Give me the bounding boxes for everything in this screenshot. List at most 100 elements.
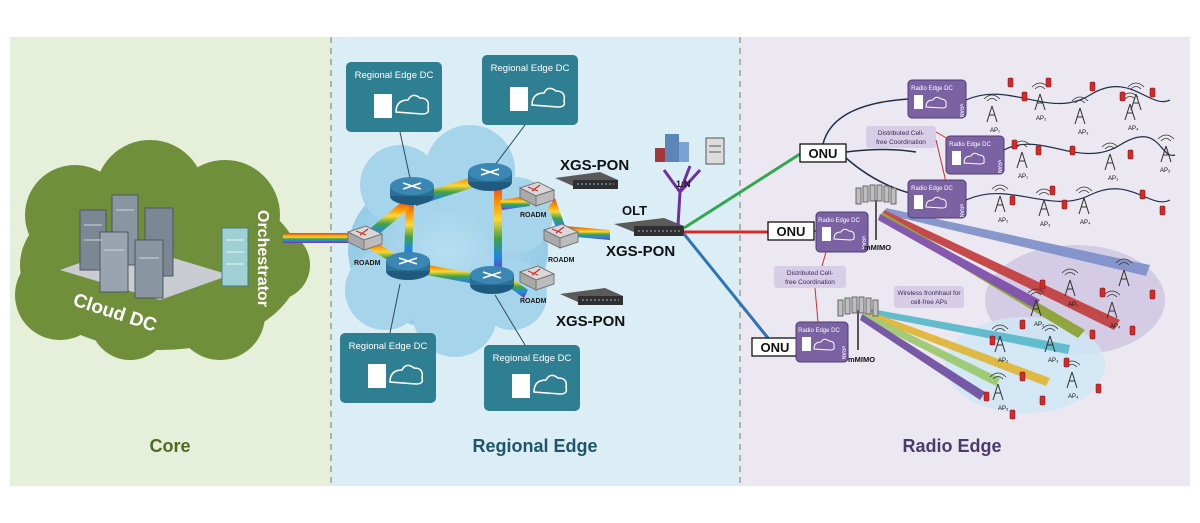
ap-label: AP₃	[1078, 130, 1089, 136]
ap-label: AP₅	[998, 406, 1009, 412]
cloud-icon	[533, 374, 568, 395]
ap-label: AP₄	[1068, 394, 1079, 400]
splitter-ratio-label: 1:N	[676, 179, 691, 189]
user-device-icon	[1061, 199, 1068, 210]
onu-label: ONU	[761, 340, 790, 355]
server-icon	[368, 364, 386, 388]
user-device-icon	[1099, 287, 1106, 298]
ap-antenna-icon	[1061, 268, 1079, 297]
regional-edge-dc-label: Regional Edge DC	[355, 70, 434, 81]
ap-antenna-icon	[991, 324, 1009, 353]
zone-title-regional-edge: Regional Edge	[472, 436, 597, 456]
splitter: 1:N	[655, 134, 725, 227]
onu-3: ONU	[751, 337, 799, 357]
radio-edge-dc-1: Radio Edge DC vRAN	[907, 79, 967, 119]
vran-label: vRAN	[958, 104, 964, 117]
ap-antenna-icon	[1101, 142, 1119, 171]
cloud-icon	[395, 94, 430, 115]
regional-edge-dc-1: Regional Edge DC	[346, 62, 442, 132]
cloud-dc: Cloud DC Orchestrator	[15, 140, 310, 360]
ap-label: AP₄	[1080, 220, 1091, 226]
coordination-link	[935, 139, 947, 183]
coordination-label-top: Distributed Cell- free Coordination	[866, 126, 936, 148]
ap-antenna-icon	[1115, 258, 1133, 287]
ap-label: AP₁	[1068, 302, 1078, 308]
svg-text:Distributed Cell-: Distributed Cell-	[878, 130, 924, 137]
user-device-icon	[1139, 189, 1146, 200]
pon-link-green	[683, 152, 801, 230]
ap-antenna-icon	[1157, 134, 1175, 163]
coordination-link	[814, 287, 819, 323]
ap-label: AP₅	[1160, 168, 1171, 174]
user-device-icon	[1129, 325, 1136, 336]
regional-edge-dc-label: Regional Edge DC	[349, 341, 428, 352]
cloud-icon	[813, 338, 835, 351]
ap-label: AP₂	[998, 218, 1009, 224]
radio-edge-dc-label: Radio Edge DC	[818, 218, 860, 224]
user-device-icon	[1009, 195, 1016, 206]
cloud-icon	[925, 96, 947, 109]
roadm-label: ROADM	[548, 257, 575, 264]
coordination-link	[935, 131, 951, 141]
onu-label: ONU	[777, 224, 806, 239]
user-device-icon	[1039, 395, 1046, 406]
ap-antenna-icon	[1127, 82, 1145, 111]
wdm-link-core	[283, 233, 351, 243]
router-icon	[386, 252, 430, 280]
ap-antenna-icon	[1027, 288, 1045, 317]
dc-link	[494, 294, 526, 346]
dc-link	[494, 124, 526, 166]
ap-group-top	[983, 77, 1175, 217]
ap-antenna-icon	[1103, 290, 1121, 319]
server-icon	[510, 87, 528, 111]
radio-edge-dc-5: Radio Edge DC vRAN	[795, 321, 849, 363]
onu-2: ONU	[767, 221, 815, 241]
xgs-pon-label: XGS-PON	[606, 243, 675, 260]
ap-label: AP₃	[1108, 176, 1119, 182]
regional-edge-dc-4: Regional Edge DC	[484, 345, 580, 411]
roadm-icon	[346, 225, 384, 251]
olt-chassis-icon	[614, 218, 684, 236]
radio-edge-dc-label: Radio Edge DC	[911, 186, 953, 192]
building-icon	[655, 134, 689, 162]
xgs-pon-label: XGS-PON	[560, 157, 629, 174]
router-icon	[468, 163, 512, 191]
zone-title-core: Core	[149, 436, 190, 456]
ap-label: AP₁	[1018, 174, 1028, 180]
user-device-icon	[1089, 81, 1096, 92]
olt-chassis-icon	[560, 288, 623, 305]
svg-text:Wireless fronhhaul for: Wireless fronhhaul for	[897, 290, 961, 297]
dc-link	[389, 283, 401, 334]
server-icon	[914, 195, 923, 209]
ap-antenna-icon	[991, 184, 1009, 213]
radio-edge-dc-3: Radio Edge DC vRAN	[907, 179, 967, 219]
server-icon	[802, 337, 811, 351]
user-device-icon	[1045, 77, 1052, 88]
user-device-icon	[1089, 329, 1096, 340]
cloud-icon	[925, 196, 947, 209]
user-device-icon	[1021, 91, 1028, 102]
radio-edge-dc-label: Radio Edge DC	[949, 142, 991, 148]
olt-label: OLT	[622, 203, 647, 218]
svg-text:free Coordination: free Coordination	[785, 279, 835, 286]
svg-text:cell-free APs: cell-free APs	[911, 299, 948, 306]
ap-label: AP₁	[990, 128, 1000, 134]
server-icon	[822, 227, 831, 241]
user-device-icon	[1049, 185, 1056, 196]
user-device-icon	[1127, 149, 1134, 160]
mmimo-label: mMIMO	[848, 355, 875, 364]
ap-label: AP₂	[1034, 322, 1045, 328]
ap-label: AP₄	[1128, 126, 1139, 132]
ap-antenna-icon	[1041, 324, 1059, 353]
user-device-icon	[1149, 289, 1156, 300]
radio-edge-dc-label: Radio Edge DC	[798, 328, 840, 334]
user-device-icon	[1009, 409, 1016, 420]
orchestrator-label: Orchestrator	[254, 210, 271, 307]
regional-edge-dc-label: Regional Edge DC	[491, 63, 570, 74]
pon-link-blue	[682, 233, 770, 339]
coordination-link	[821, 251, 827, 267]
ap-antenna-icon	[1075, 186, 1093, 215]
mmimo-antenna-icon	[855, 184, 897, 240]
radio-edge-dc-label: Radio Edge DC	[911, 86, 953, 92]
